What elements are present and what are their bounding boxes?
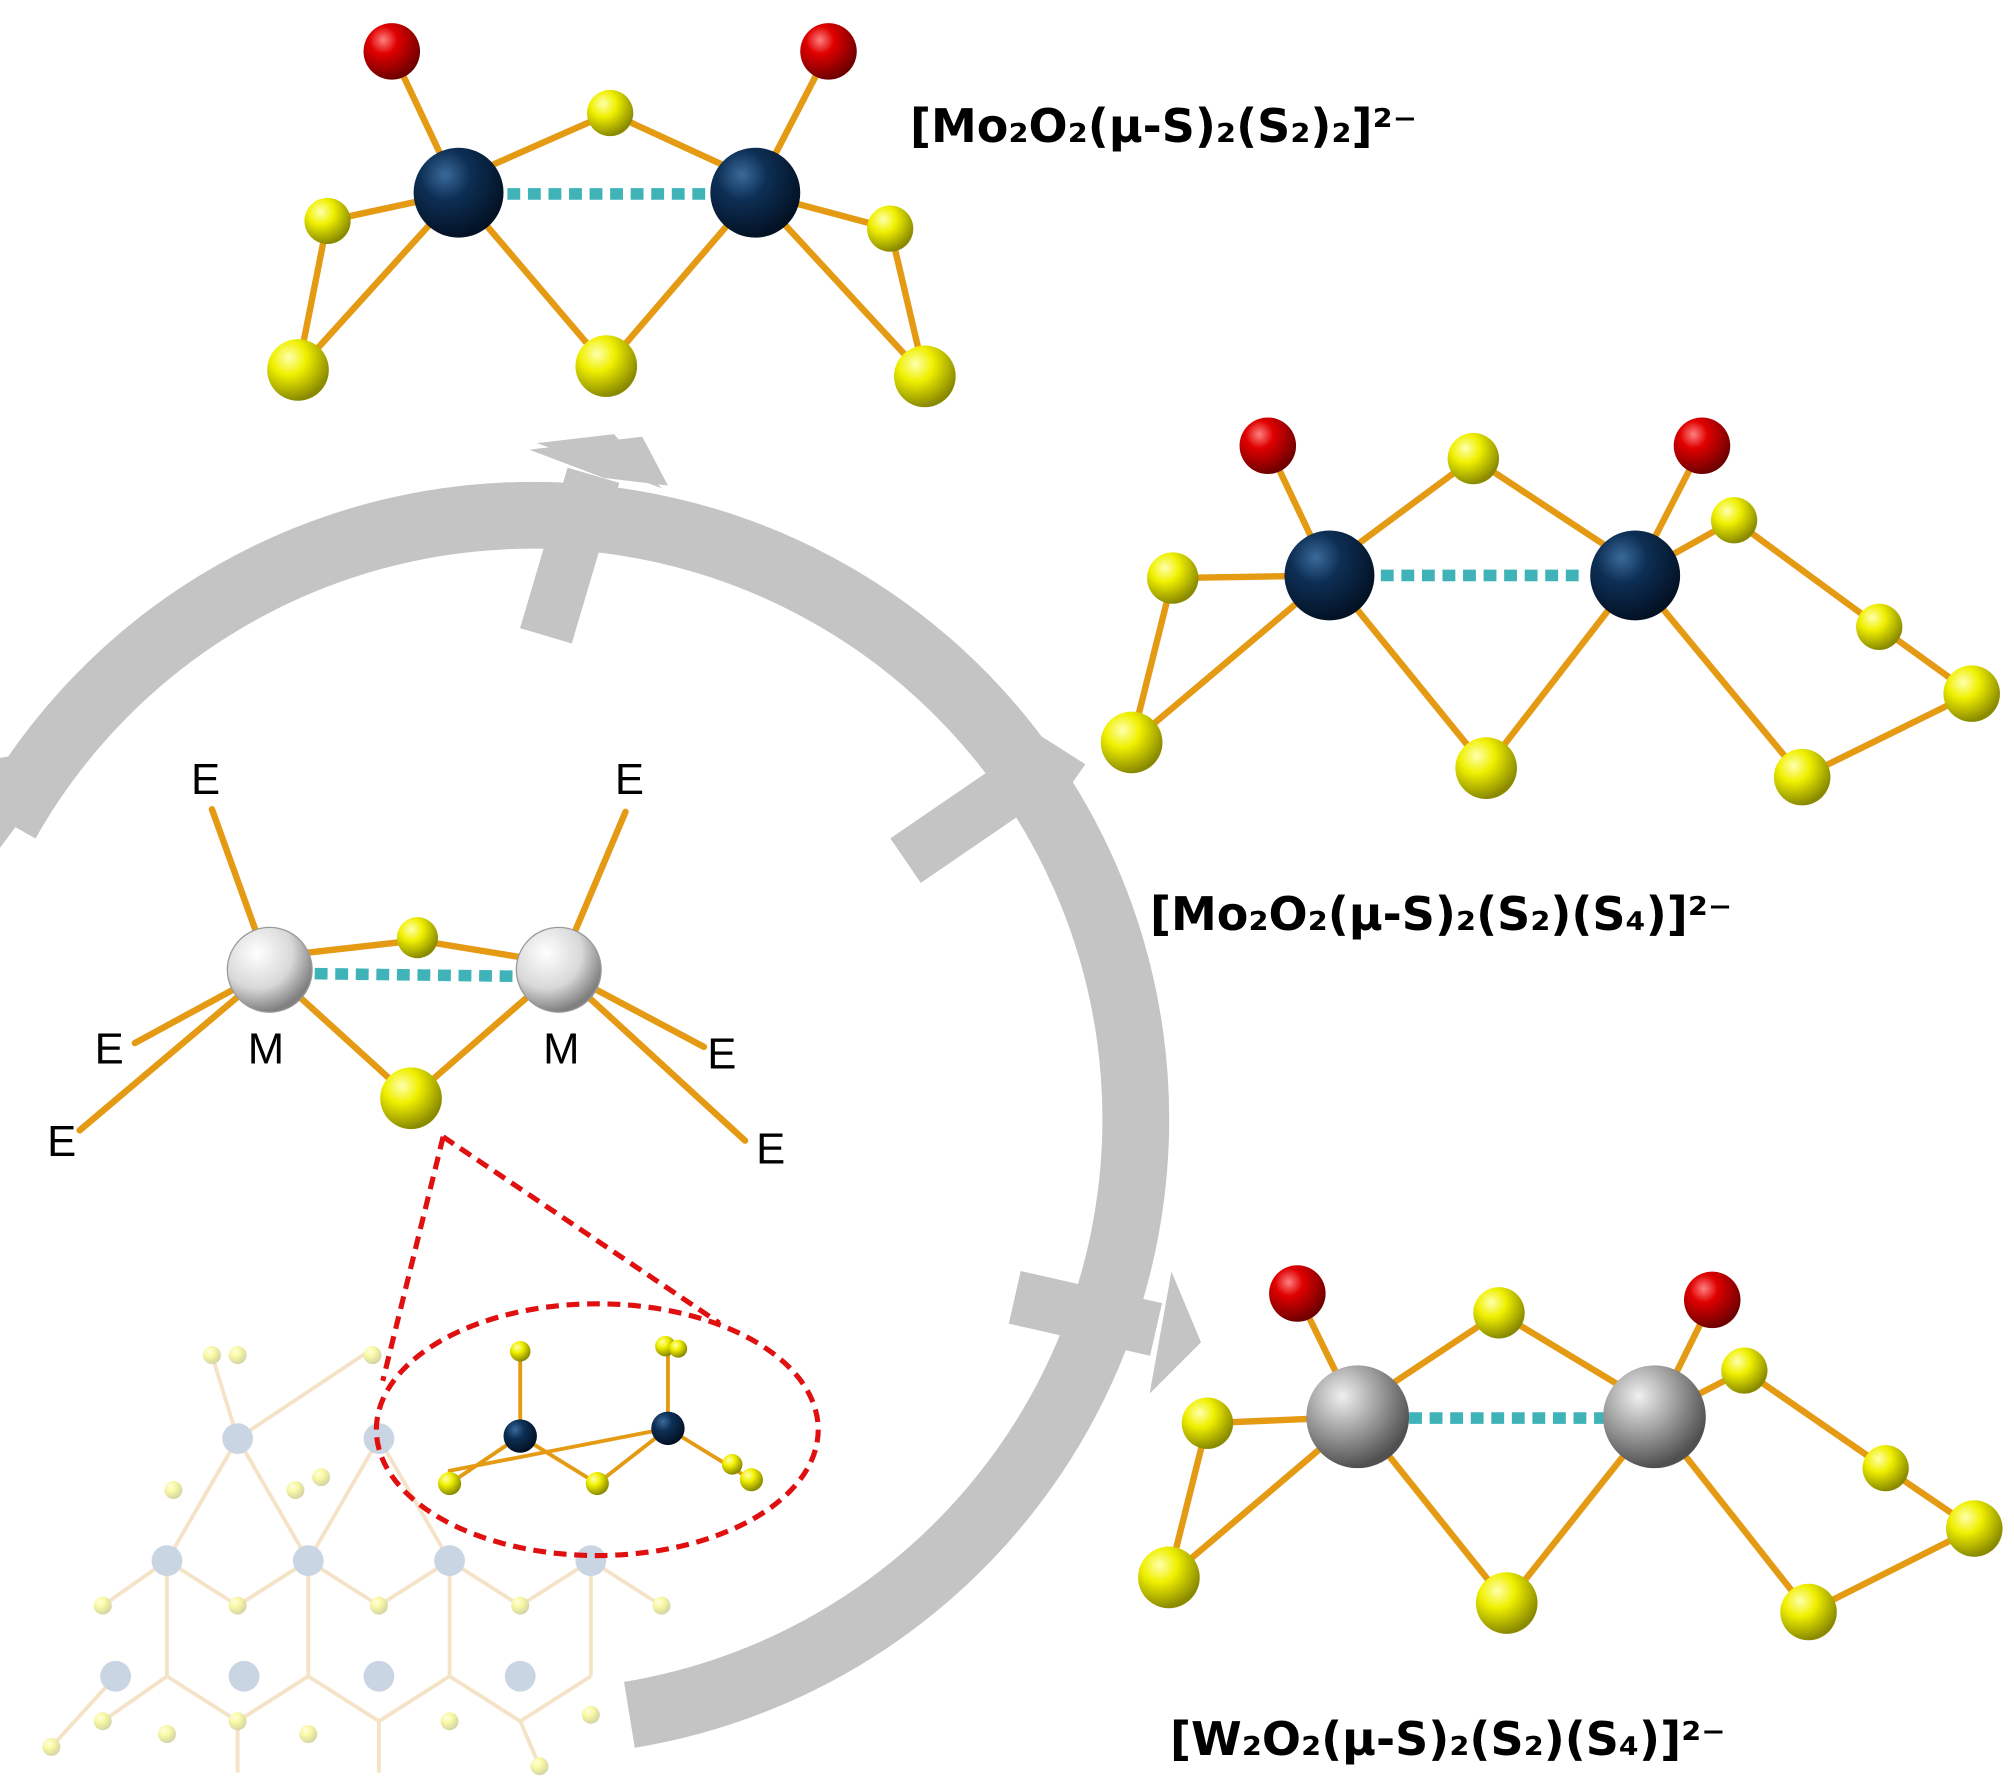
molecule-mo2-s2-s4 bbox=[1100, 417, 2000, 806]
molecule-mo2-s2-s2 bbox=[267, 23, 956, 408]
ligand-label: E bbox=[191, 755, 220, 804]
formula-middle: [Mo₂O₂(μ-S)₂(S₂)(S₄)]²⁻ bbox=[1150, 887, 1732, 941]
metal-label: M bbox=[248, 1025, 284, 1074]
ligand-label: E bbox=[615, 755, 644, 804]
metal-label: M bbox=[543, 1025, 579, 1074]
surface-lattice bbox=[42, 1346, 671, 1776]
ligand-label: E bbox=[756, 1125, 785, 1174]
highlight-zoom bbox=[373, 1134, 821, 1559]
arrow-to-bottom bbox=[1008, 1271, 1202, 1394]
ligand-label: E bbox=[47, 1117, 76, 1166]
formula-top: [Mo₂O₂(μ-S)₂(S₂)₂]²⁻ bbox=[910, 99, 1417, 153]
arrow-to-top bbox=[520, 434, 668, 644]
reaction-arc bbox=[0, 481, 1170, 1748]
generic-m2-core: E E E E E E M M bbox=[47, 755, 785, 1174]
arrow-to-middle bbox=[890, 719, 1086, 883]
formula-bottom: [W₂O₂(μ-S)₂(S₂)(S₄)]²⁻ bbox=[1170, 1712, 1726, 1766]
surface-cluster bbox=[438, 1335, 763, 1496]
molecule-w2-s2-s4 bbox=[1138, 1265, 2003, 1641]
ligand-label: E bbox=[707, 1030, 736, 1079]
ligand-label: E bbox=[95, 1025, 124, 1074]
